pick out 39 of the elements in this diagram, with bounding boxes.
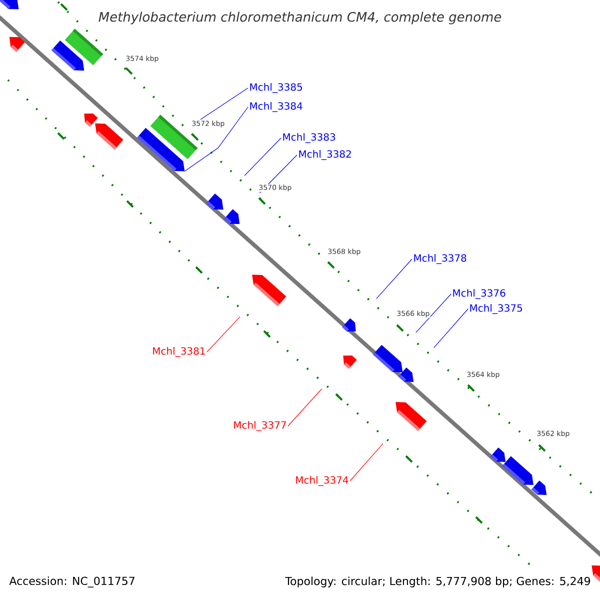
genome-info-text: Topology: circular; Length: 5,777,908 bp; Genes: 5,249	[285, 576, 590, 588]
gene-label: Mchl_3384	[250, 102, 302, 112]
gene-label: Mchl_3383	[283, 133, 336, 143]
gene-block	[206, 194, 224, 210]
leader-line	[244, 138, 282, 176]
leader-line	[184, 106, 248, 172]
leader-line	[376, 258, 412, 300]
gene-block	[592, 565, 600, 582]
gene-label: Mchl_3378	[414, 254, 466, 264]
title: Methylobacterium chloromethanicum CM4, complete genome	[98, 12, 502, 24]
gene-label: Mchl_3377	[234, 421, 286, 431]
leader-line	[200, 88, 248, 120]
gene-block	[531, 480, 547, 495]
gene-block	[398, 368, 414, 382]
gene-label: Mchl_3374	[296, 476, 348, 486]
gene-block	[64, 28, 104, 66]
gene-block	[372, 344, 403, 372]
gene-block	[224, 209, 240, 224]
accession-text: Accession: NC_011757	[9, 576, 134, 588]
gene-block	[502, 456, 534, 485]
gene-block	[95, 123, 124, 150]
gene-label: Mchl_3385	[250, 83, 302, 93]
gene-block	[0, 0, 19, 10]
gene-block	[343, 356, 357, 369]
gene-block	[396, 402, 427, 431]
gene-block	[9, 37, 25, 52]
gene-label: Mchl_3381	[153, 347, 205, 357]
leader-line	[434, 308, 468, 348]
leader-line	[416, 294, 452, 333]
gene-label: Mchl_3382	[299, 150, 351, 160]
leader-line	[206, 316, 240, 352]
gene-block	[252, 274, 286, 306]
leader-line	[288, 388, 322, 426]
gene-label: Mchl_3376	[453, 289, 506, 299]
gene-label: Mchl_3375	[470, 304, 522, 314]
leader-line	[350, 443, 384, 482]
gene-block	[342, 318, 356, 332]
gene-block	[490, 448, 506, 462]
gene-block	[84, 114, 98, 127]
